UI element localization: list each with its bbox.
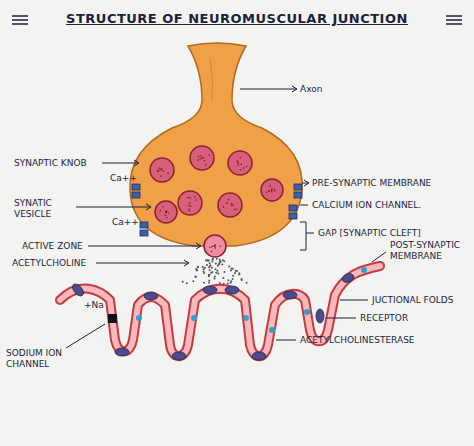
acetylcholinesterase-dots xyxy=(136,267,367,333)
part-label: SODIUM ION CHANNEL xyxy=(6,348,68,370)
part-label: GAP [SYNAPTIC CLEFT] xyxy=(318,228,421,239)
part-label: SYNATIC VESICLE xyxy=(14,198,76,220)
axon-terminal xyxy=(130,43,302,246)
ion-label: +Na xyxy=(84,300,104,311)
part-label: ACTIVE ZONE xyxy=(22,241,83,252)
receptors xyxy=(70,272,355,360)
part-label: SYNAPTIC KNOB xyxy=(14,158,87,169)
ion-label: Ca++ xyxy=(112,217,139,228)
part-label: RECEPTOR xyxy=(360,313,408,324)
part-label: PRE-SYNAPTIC MEMBRANE xyxy=(312,178,431,189)
part-label: ACETYLCHOLINESTERASE xyxy=(300,335,415,346)
synaptic-vesicles xyxy=(150,146,283,257)
ion-label: Ca++ xyxy=(110,173,137,184)
diagram-title: STRUCTURE OF NEUROMUSCULAR JUNCTION xyxy=(34,11,440,26)
leader-lines xyxy=(66,86,386,348)
part-label: ACETYLCHOLINE xyxy=(12,258,86,269)
sodium-channel xyxy=(108,314,117,323)
calcium-channels xyxy=(132,184,302,236)
part-label: POST-SYNAPTIC MEMBRANE xyxy=(390,240,468,262)
part-label: CALCIUM ION CHANNEL. xyxy=(312,200,421,211)
acetylcholine-dots xyxy=(182,258,248,286)
axon-label: Axon xyxy=(300,84,322,95)
part-label: JUCTIONAL FOLDS xyxy=(372,295,453,306)
